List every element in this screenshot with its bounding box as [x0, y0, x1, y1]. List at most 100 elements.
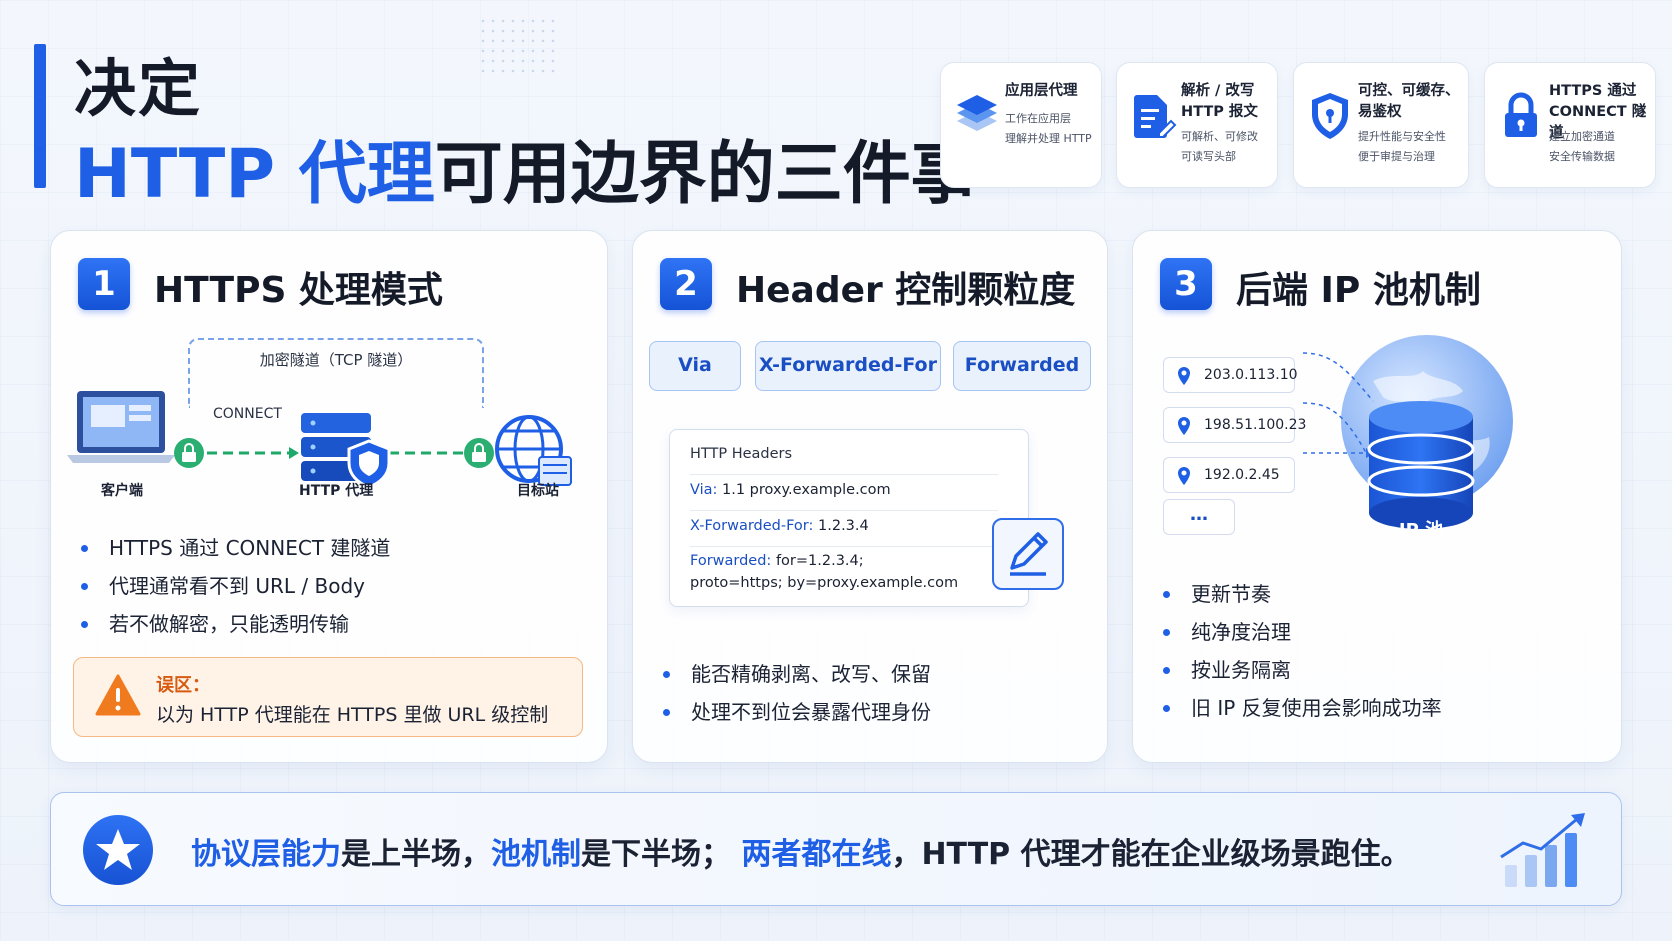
http-headers-box: HTTP Headers Via: 1.1 proxy.example.com …	[669, 429, 1029, 607]
header-value: 1.2.3.4	[818, 518, 869, 534]
database-cylinder-icon	[1367, 401, 1475, 529]
pencil-icon	[1010, 532, 1048, 576]
growth-chart-icon	[1500, 813, 1585, 887]
location-pin-icon	[1178, 467, 1190, 485]
ip-address: 198.51.100.23	[1204, 417, 1307, 433]
panel-header-control: 2 Header 控制颗粒度 Via X-Forwarded-For Forwa…	[632, 230, 1108, 763]
feature-title: 可控、可缓存、 易鉴权	[1358, 83, 1460, 120]
panel-number-badge: 1	[78, 258, 130, 310]
tunnel-label: 加密隧道（TCP 隧道）	[259, 351, 413, 369]
summary-emph: 协议层能力	[191, 837, 341, 872]
warning-title: 误区：	[156, 675, 210, 696]
feature-card-app-layer: 应用层代理 工作在应用层 理解并处理 HTTP	[940, 62, 1102, 188]
document-edit-icon	[1134, 95, 1177, 138]
summary-emph: 池机制	[491, 837, 581, 872]
list-item: 更新节奏	[1159, 575, 1442, 613]
panel-https-mode: 1 HTTPS 处理模式 加密隧道（TCP 隧道） CONNECT	[50, 230, 608, 763]
location-pin-icon	[1178, 367, 1190, 385]
ip-address: 192.0.2.45	[1204, 467, 1280, 483]
title-accent-bar	[34, 44, 46, 188]
padlock-icon	[1505, 92, 1537, 137]
headers-box-title: HTTP Headers	[690, 446, 793, 462]
feature-card-parse-rewrite: 解析 / 改写 HTTP 报文 可解析、可修改 可读写头部	[1116, 62, 1278, 188]
title-accent-text: HTTP 代理	[74, 135, 435, 214]
client-label: 客户端	[101, 483, 143, 499]
shield-lock-icon	[1312, 93, 1348, 139]
feature-card-https-connect: HTTPS 通过 CONNECT 隧道 建立加密通道 安全传输数据	[1484, 62, 1656, 188]
chip-via: Via	[649, 341, 741, 391]
page-title-line2: HTTP 代理可用边界的三件事	[74, 118, 979, 217]
warning-text: 以为 HTTP 代理能在 HTTPS 里做 URL 级控制	[156, 704, 549, 726]
header-row-via: Via: 1.1 proxy.example.com	[690, 482, 891, 498]
target-label: 目标站	[517, 483, 559, 499]
panel-title: 后端 IP 池机制	[1236, 270, 1481, 311]
ip-address: 203.0.113.10	[1204, 367, 1298, 383]
list-item: 代理通常看不到 URL / Body	[77, 567, 390, 605]
ip-item: 198.51.100.23	[1163, 407, 1306, 443]
decor-dots	[478, 16, 558, 76]
panel-title: HTTPS 处理模式	[154, 270, 443, 311]
panel-title: Header 控制颗粒度	[736, 270, 1076, 311]
star-icon	[96, 829, 140, 870]
list-item: 按业务隔离	[1159, 651, 1442, 689]
chip-x-forwarded-for: X-Forwarded-For	[755, 341, 941, 391]
header-key: Via:	[690, 482, 718, 498]
panel-ip-pool: 3 后端 IP 池机制	[1132, 230, 1622, 763]
feature-desc: 可解析、可修改 可读写头部	[1181, 130, 1258, 163]
summary-plain: 是下半场；	[581, 837, 731, 872]
ip-pool-diagram	[1302, 335, 1513, 529]
header-value: 1.1 proxy.example.com	[722, 482, 891, 498]
more-ips-indicator: …	[1163, 499, 1235, 535]
laptop-icon	[67, 391, 175, 463]
list-item: 若不做解密，只能透明传输	[77, 605, 390, 643]
feature-title: 解析 / 改写 HTTP 报文	[1181, 83, 1258, 120]
list-item: HTTPS 通过 CONNECT 建隧道	[77, 529, 390, 567]
list-item: 能否精确剥离、改写、保留	[659, 655, 931, 693]
layers-icon	[957, 95, 997, 131]
feature-desc: 提升性能与安全性 便于审提与治理	[1358, 130, 1446, 163]
location-pin-icon	[1178, 417, 1190, 435]
star-badge	[83, 815, 153, 885]
summary-emph: 两者都在线	[741, 837, 892, 872]
https-tunnel-diagram	[67, 391, 572, 489]
page-title-line1: 决定	[74, 52, 203, 125]
feature-desc: 建立加密通道 安全传输数据	[1549, 130, 1615, 163]
ip-item: 192.0.2.45	[1163, 457, 1295, 493]
divider	[690, 474, 998, 475]
ip-pool-label: IP 池	[1398, 520, 1444, 541]
list-item: 处理不到位会暴露代理身份	[659, 693, 931, 731]
divider	[690, 546, 998, 547]
feature-desc: 工作在应用层 理解并处理 HTTP	[1005, 112, 1092, 145]
summary-plain: 是上半场，	[341, 837, 491, 872]
divider	[690, 510, 998, 511]
proxy-label: HTTP 代理	[299, 483, 374, 499]
header-key: X-Forwarded-For:	[690, 518, 814, 534]
feature-card-controllable: 可控、可缓存、 易鉴权 提升性能与安全性 便于审提与治理	[1293, 62, 1469, 188]
feature-title: HTTPS 通过 CONNECT 隧道	[1549, 83, 1647, 141]
green-lock-icon	[174, 438, 204, 468]
warning-box: 误区： 以为 HTTP 代理能在 HTTPS 里做 URL 级控制	[73, 657, 583, 737]
panel-number-badge: 2	[660, 258, 712, 310]
summary-banner: 协议层能力是上半场，池机制是下半场； 两者都在线，HTTP 代理才能在企业级场景…	[50, 792, 1622, 906]
warning-icon	[95, 674, 141, 716]
header-row-xff: X-Forwarded-For: 1.2.3.4	[690, 518, 869, 534]
edit-button[interactable]	[992, 518, 1064, 590]
panel-number-badge: 3	[1160, 258, 1212, 310]
chip-forwarded: Forwarded	[953, 341, 1091, 391]
summary-plain: ，HTTP 代理才能在企业级场景跑住。	[891, 837, 1411, 872]
header-value: for=1.2.3.4;	[775, 553, 864, 569]
globe-icon	[495, 415, 572, 486]
summary-text: 协议层能力是上半场，池机制是下半场； 两者都在线，HTTP 代理才能在企业级场景…	[191, 829, 1411, 873]
header-key: Forwarded:	[690, 553, 772, 569]
feature-title: 应用层代理	[1005, 83, 1078, 99]
connect-label: CONNECT	[213, 406, 282, 422]
bullet-list: HTTPS 通过 CONNECT 建隧道 代理通常看不到 URL / Body …	[77, 529, 390, 643]
bullet-list: 更新节奏 纯净度治理 按业务隔离 旧 IP 反复使用会影响成功率	[1159, 575, 1442, 727]
list-item: 纯净度治理	[1159, 613, 1442, 651]
list-item: 旧 IP 反复使用会影响成功率	[1159, 689, 1442, 727]
green-lock-icon	[464, 438, 494, 468]
server-shield-icon	[301, 413, 391, 489]
ip-item: 203.0.113.10	[1163, 357, 1298, 393]
header-row-forwarded: Forwarded: for=1.2.3.4;	[690, 553, 864, 569]
title-rest-text: 可用边界的三件事	[434, 135, 979, 214]
